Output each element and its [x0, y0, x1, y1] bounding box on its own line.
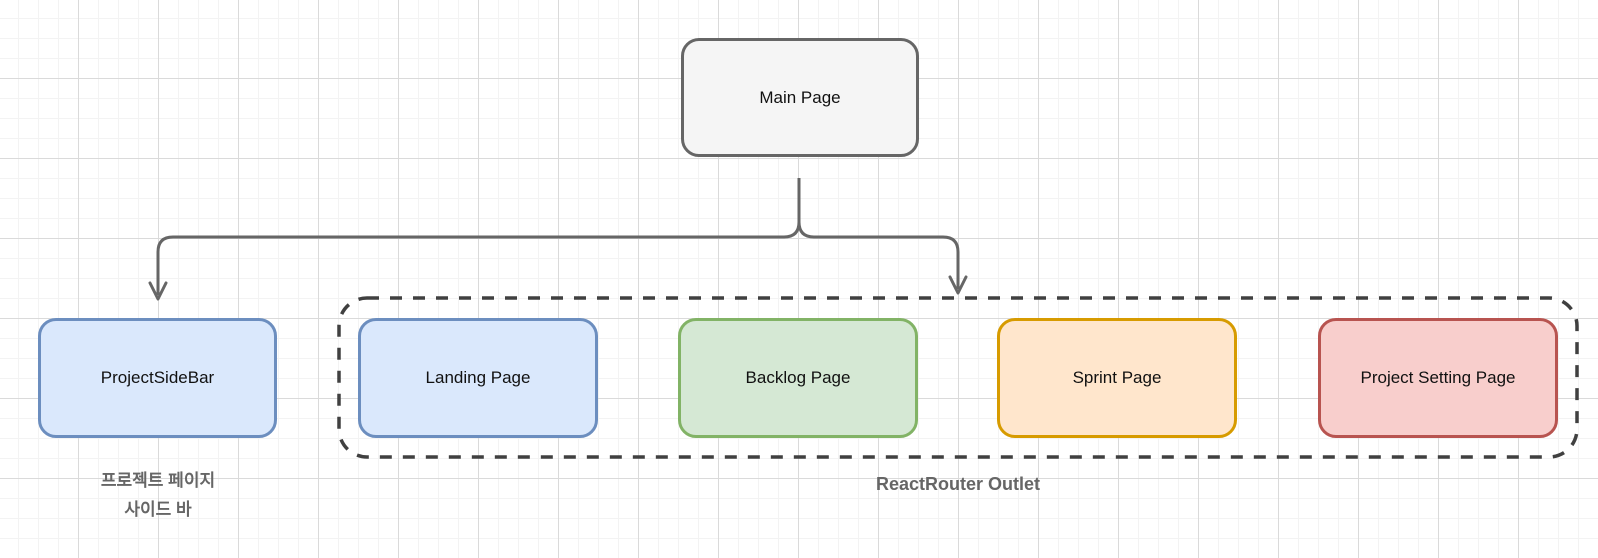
node-landing-page-label: Landing Page: [425, 368, 531, 387]
react-router-outlet-group[interactable]: [337, 296, 1579, 459]
node-backlog-page[interactable]: Backlog Page: [678, 318, 918, 438]
arrowhead-projectsidebar: [148, 281, 168, 301]
node-sprint-page-label: Sprint Page: [1072, 368, 1162, 387]
node-project-setting-page[interactable]: Project Setting Page: [1318, 318, 1558, 438]
node-main-page[interactable]: Main Page: [681, 38, 919, 157]
node-sprint-page[interactable]: Sprint Page: [997, 318, 1237, 438]
node-backlog-page-label: Backlog Page: [745, 368, 851, 387]
caption-react-router-outlet: ReactRouter Outlet: [875, 474, 1041, 494]
node-landing-page[interactable]: Landing Page: [358, 318, 598, 438]
caption-project-sidebar: 프로젝트 페이지 사이드 바: [100, 471, 216, 519]
node-project-sidebar-label: ProjectSideBar: [100, 368, 215, 387]
edge-main-to-projectsidebar[interactable]: [156, 178, 801, 295]
node-project-sidebar[interactable]: ProjectSideBar: [38, 318, 277, 438]
edge-main-to-outlet[interactable]: [797, 178, 960, 289]
node-main-page-label: Main Page: [759, 87, 841, 107]
node-project-setting-page-label: Project Setting Page: [1360, 368, 1516, 387]
arrowhead-outlet: [948, 275, 968, 295]
